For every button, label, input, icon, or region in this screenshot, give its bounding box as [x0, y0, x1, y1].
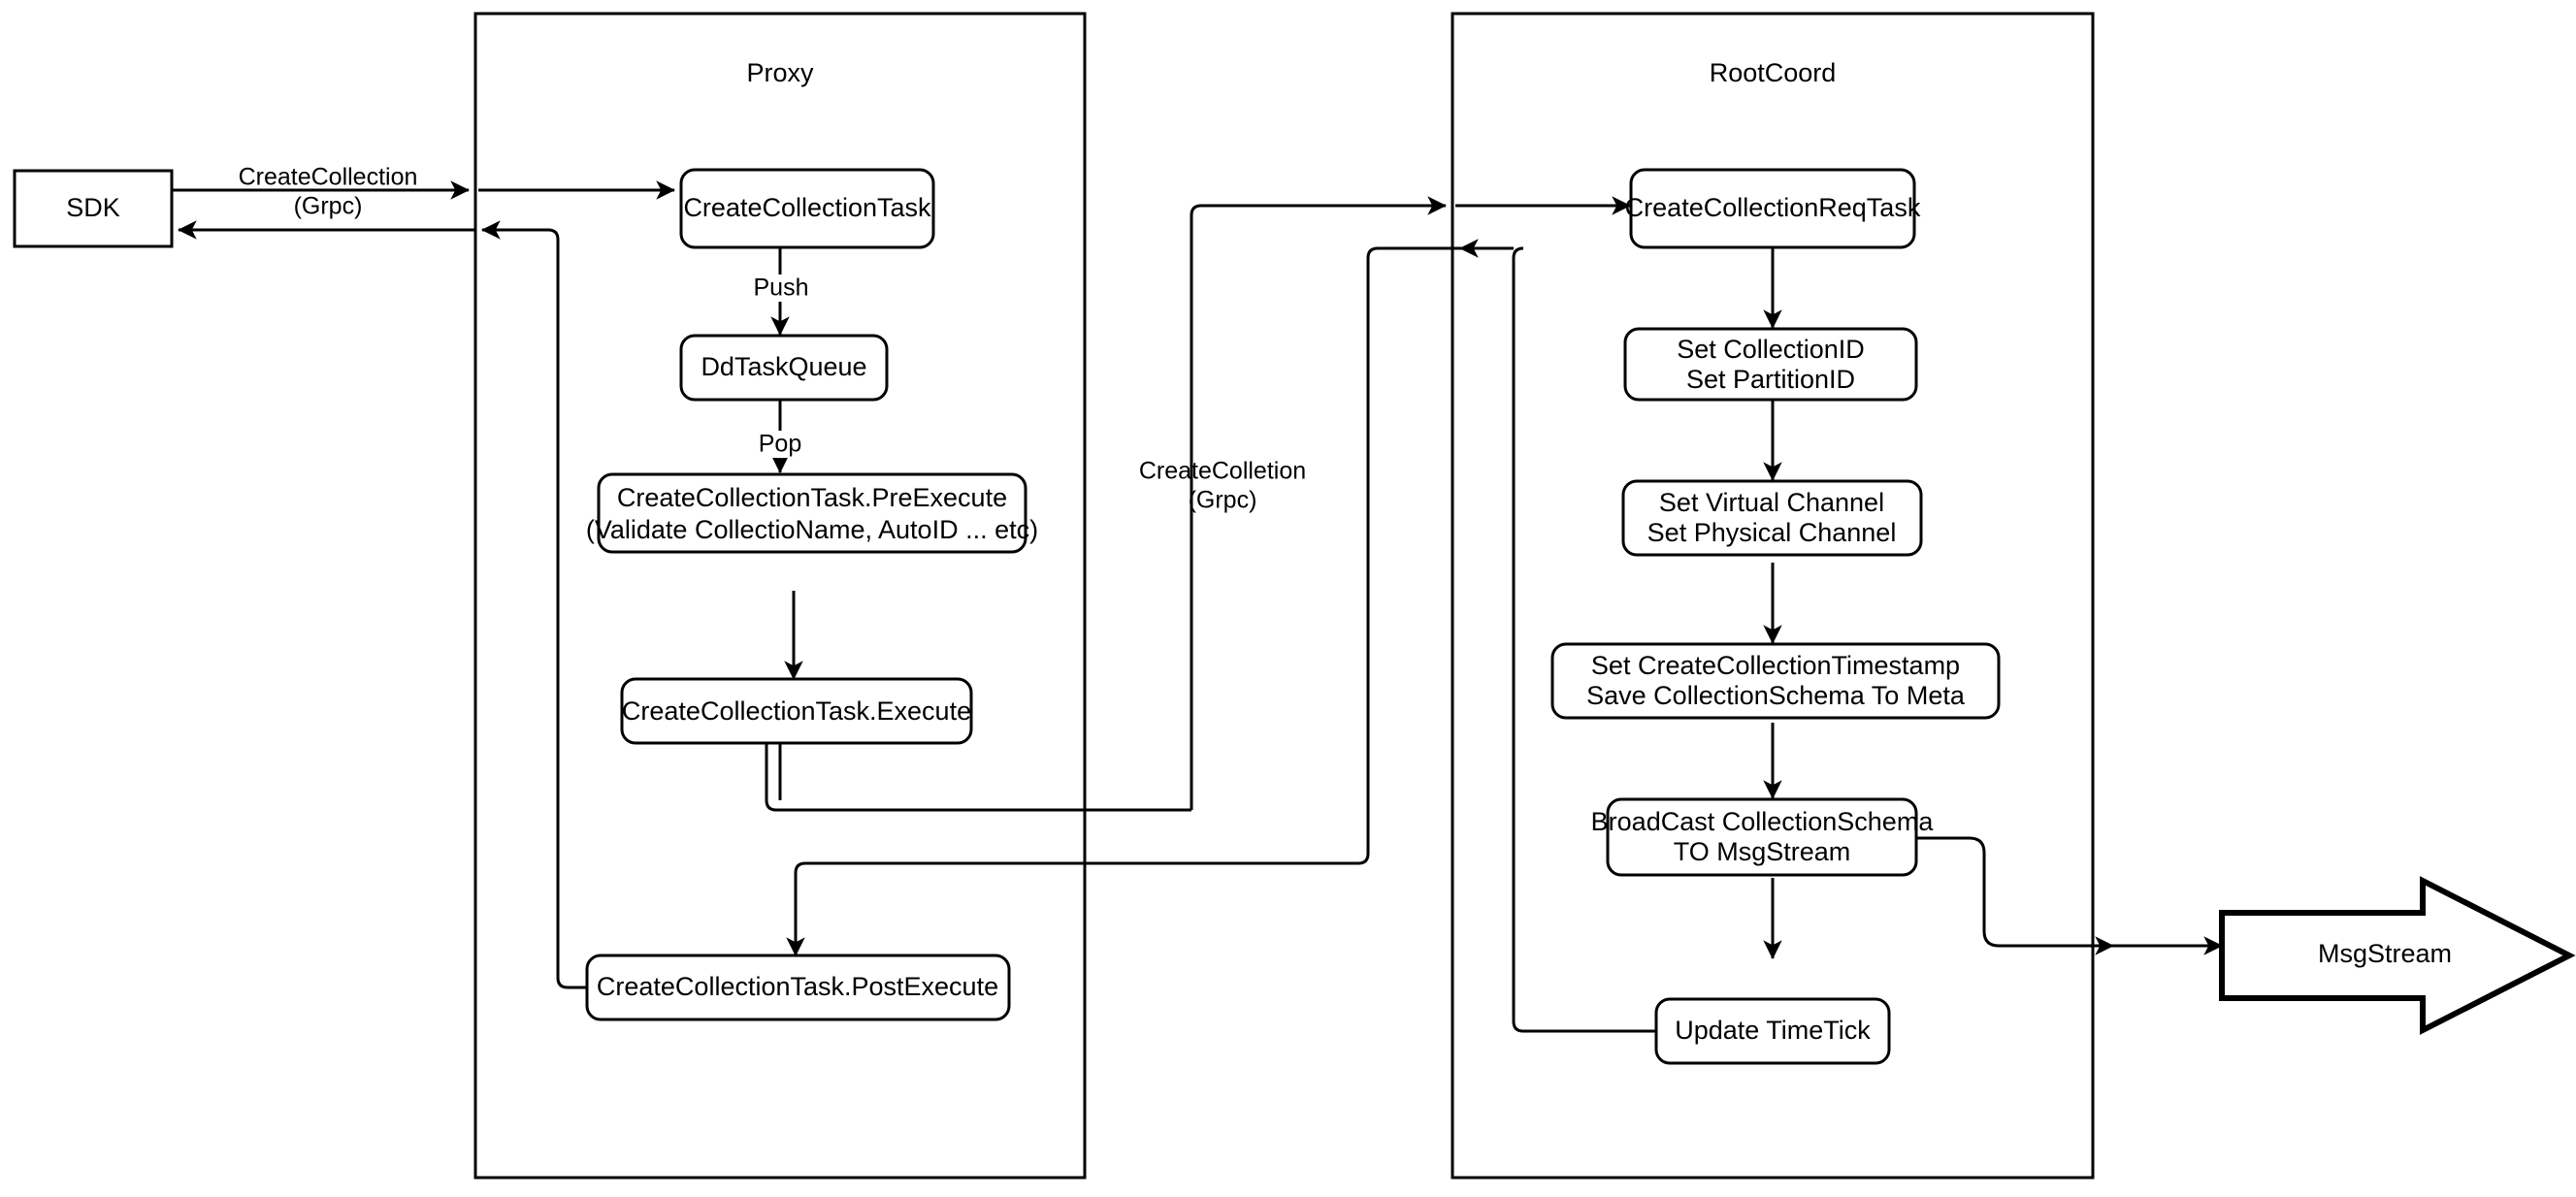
- msgstream-label: MsgStream: [2318, 939, 2452, 968]
- set-channels-label-line1: Set Virtual Channel: [1659, 488, 1884, 517]
- push-label: Push: [754, 275, 809, 302]
- update-timetick-label: Update TimeTick: [1675, 1016, 1871, 1045]
- node-post-execute[interactable]: CreateCollectionTask.PostExecute: [585, 954, 1011, 1021]
- edge-label-sdk-to-proxy: CreateCollection (Grpc): [239, 164, 418, 220]
- node-dd-task-queue[interactable]: DdTaskQueue: [679, 334, 889, 402]
- node-update-timetick[interactable]: Update TimeTick: [1654, 997, 1891, 1065]
- post-execute-label: CreateCollectionTask.PostExecute: [597, 972, 998, 1001]
- node-msgstream[interactable]: MsgStream: [2219, 876, 2576, 1035]
- rootcoord-container-label: RootCoord: [1710, 58, 1837, 87]
- edge-label-push: Push: [747, 275, 815, 302]
- set-channels-label-line2: Set Physical Channel: [1647, 518, 1897, 547]
- push-label-backdrop: [747, 275, 815, 302]
- edge-execute-to-grpc-hook: [765, 742, 1191, 812]
- execute-label: CreateCollectionTask.Execute: [622, 696, 971, 726]
- edge-postexecute-to-proxy-boundary: [482, 228, 587, 989]
- pre-execute-label-line1: CreateCollectionTask.PreExecute: [617, 483, 1007, 512]
- create-collection-task-rect: [679, 168, 935, 249]
- update-timetick-rect: [1654, 997, 1891, 1065]
- set-channels-rect: [1621, 479, 1923, 557]
- create-collection-req-task-label: CreateCollectionReqTask: [1625, 193, 1921, 222]
- node-create-collection-task[interactable]: CreateCollectionTask: [679, 168, 935, 249]
- node-set-ids[interactable]: Set CollectionID Set PartitionID: [1623, 327, 1918, 402]
- proxy-container-label: Proxy: [746, 58, 814, 87]
- edge-label-proxy-to-rootcoord: CreateColletion (Grpc): [1139, 458, 1306, 514]
- edge-broadcast-to-msgstream-hook: [1916, 836, 2114, 955]
- dd-task-queue-rect: [679, 334, 889, 402]
- edge-rootcoord-response-to-postexecute: [786, 246, 1460, 956]
- pop-label: Pop: [759, 431, 801, 458]
- broadcast-label-line1: BroadCast CollectionSchema: [1591, 807, 1935, 836]
- set-ids-label-line1: Set CollectionID: [1677, 335, 1865, 364]
- set-ids-label-line2: Set PartitionID: [1686, 365, 1855, 394]
- set-timestamp-rect: [1550, 642, 2001, 720]
- edge-label-pop: Pop: [751, 431, 809, 458]
- proxy-to-rootcoord-label-line2: (Grpc): [1189, 487, 1257, 514]
- edge-proxy-to-rootcoord-grpc: [1190, 196, 1447, 810]
- proxy-to-rootcoord-label-line1: CreateColletion: [1139, 458, 1306, 485]
- sdk-to-proxy-label-line1: CreateCollection: [239, 164, 418, 191]
- execute-rect: [620, 677, 973, 745]
- sdk-to-proxy-label-line2: (Grpc): [294, 193, 363, 220]
- sdk-rect: [13, 169, 174, 248]
- node-broadcast[interactable]: BroadCast CollectionSchema TO MsgStream: [1591, 797, 1935, 877]
- set-ids-rect: [1623, 327, 1918, 402]
- node-execute[interactable]: CreateCollectionTask.Execute: [620, 677, 973, 745]
- pop-label-backdrop: [751, 431, 809, 458]
- msgstream-arrow-shape: [2219, 876, 2576, 1035]
- node-sdk[interactable]: SDK: [13, 169, 174, 248]
- dd-task-queue-label: DdTaskQueue: [701, 352, 866, 381]
- create-collection-task-label: CreateCollectionTask: [683, 193, 931, 222]
- broadcast-rect: [1606, 797, 1918, 877]
- pre-execute-label-line2: (Validate CollectioName, AutoID ... etc): [586, 515, 1038, 544]
- set-timestamp-label-line1: Set CreateCollectionTimestamp: [1591, 651, 1960, 680]
- node-set-timestamp[interactable]: Set CreateCollectionTimestamp Save Colle…: [1550, 642, 2001, 720]
- edge-updatetimetick-loopback: [1512, 246, 1656, 1033]
- set-timestamp-label-line2: Save CollectionSchema To Meta: [1586, 681, 1966, 710]
- node-set-channels[interactable]: Set Virtual Channel Set Physical Channel: [1621, 479, 1923, 557]
- post-execute-rect: [585, 954, 1011, 1021]
- create-collection-req-task-rect: [1629, 168, 1916, 249]
- node-create-collection-req-task[interactable]: CreateCollectionReqTask: [1625, 168, 1921, 249]
- pre-execute-rect: [597, 472, 1027, 554]
- node-pre-execute[interactable]: CreateCollectionTask.PreExecute (Validat…: [586, 472, 1038, 554]
- broadcast-label-line2: TO MsgStream: [1674, 837, 1851, 866]
- sdk-label: SDK: [66, 193, 120, 222]
